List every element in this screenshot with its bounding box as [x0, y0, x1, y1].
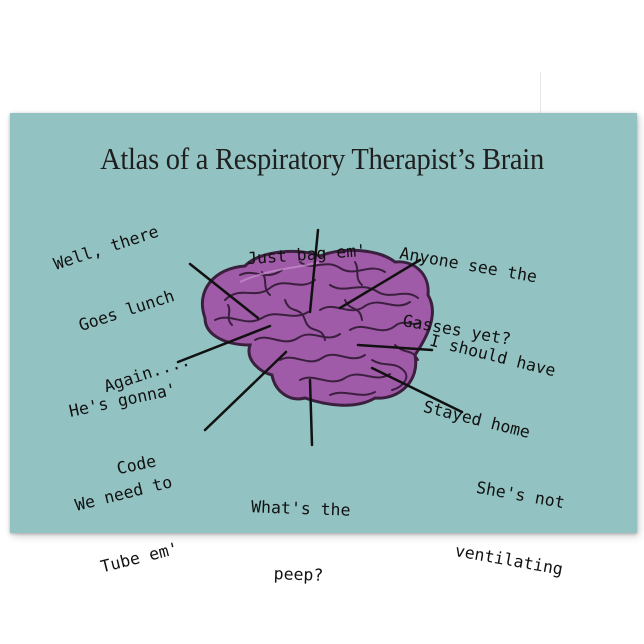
- pointer-stayed-home: [356, 343, 434, 352]
- label-bag-em: Just bag em': [243, 196, 370, 314]
- pointer-peep: [308, 378, 314, 447]
- pointer-gonna-code: [176, 324, 272, 364]
- label-line: ventilating: [453, 541, 565, 579]
- label-line: I should have: [427, 330, 558, 381]
- pointer-goes-lunch: [188, 262, 260, 320]
- label-line: peep?: [273, 564, 324, 585]
- brain-folds: [214, 261, 421, 396]
- label-line: He's gonna': [67, 379, 179, 421]
- label-line: Anyone see the: [398, 243, 539, 287]
- label-line: Just bag em': [246, 240, 367, 269]
- label-line: She's not: [474, 477, 567, 513]
- pointer-tube-em: [203, 350, 288, 432]
- pointer-gasses: [338, 258, 422, 310]
- label-line: Tube em': [98, 538, 181, 577]
- label-peep: What's the peep?: [247, 452, 352, 631]
- card-title: Atlas of a Respiratory Therapist’s Brain: [100, 141, 544, 176]
- label-line: Well, there: [51, 221, 161, 274]
- label-line: Goes lunch: [76, 286, 177, 335]
- label-line: What's the: [250, 497, 351, 520]
- label-line: We need to: [73, 472, 175, 515]
- brain-illustration: [200, 248, 434, 407]
- pointer-bag-em: [308, 228, 320, 314]
- pointer-ventilating: [370, 366, 464, 414]
- pointer-lines: [176, 228, 464, 447]
